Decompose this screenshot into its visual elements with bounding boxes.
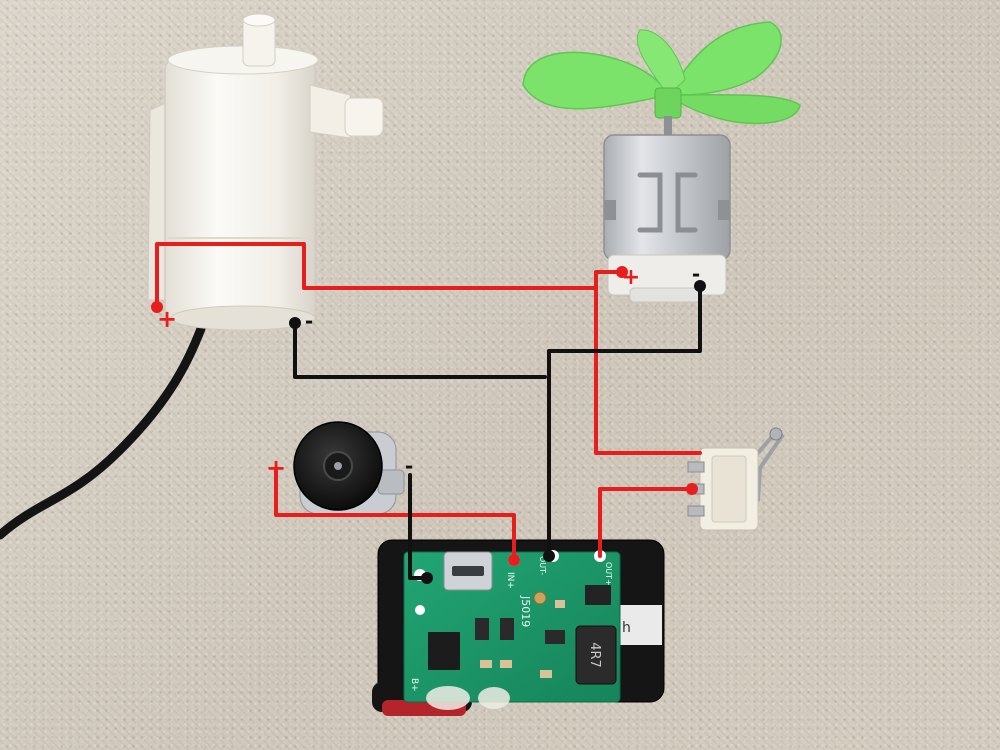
positive-dots xyxy=(151,266,698,566)
propeller xyxy=(522,21,801,125)
pcb-in-plus-label: IN+ xyxy=(505,572,515,589)
dc-barrel-jack xyxy=(293,421,405,515)
wire-switch-to-out-plus xyxy=(598,487,694,558)
battery-capacity-fragment: h xyxy=(622,620,631,636)
pump-positive-label: + xyxy=(157,305,177,333)
wire-pump-positive xyxy=(155,242,624,309)
wire-motor-to-switch xyxy=(594,286,702,455)
pcb-out-plus-label: OUT+ xyxy=(604,562,613,586)
pump-negative-label: - xyxy=(305,309,313,333)
jack-negative-label: - xyxy=(405,454,413,478)
wire-jack-to-in-plus xyxy=(274,468,516,562)
micro-limit-switch xyxy=(687,427,785,531)
inductor-label: 4R7 xyxy=(587,642,602,668)
negative-dots xyxy=(289,280,706,584)
jack-positive-label: + xyxy=(266,454,286,482)
charger-boost-pcb: 4R7 J5019 IN+ OUT- OUT+ B+ xyxy=(403,550,621,710)
motor-positive-label: + xyxy=(622,265,640,290)
pump-cable xyxy=(0,313,210,540)
pcb-model-label: J5019 xyxy=(519,595,532,627)
wire-pump-negative xyxy=(293,321,547,379)
charge-ic xyxy=(428,632,460,670)
dc-motor-with-propeller xyxy=(522,21,801,303)
positive-wiring xyxy=(155,242,702,562)
motor-negative-label: - xyxy=(692,262,700,286)
pcb-out-minus-label: OUT- xyxy=(538,556,547,575)
pcb-battery-label: B+ xyxy=(409,678,419,692)
wire-motor-negative-to-out-minus xyxy=(547,284,702,558)
inductor xyxy=(575,625,617,685)
water-pump xyxy=(0,13,384,540)
